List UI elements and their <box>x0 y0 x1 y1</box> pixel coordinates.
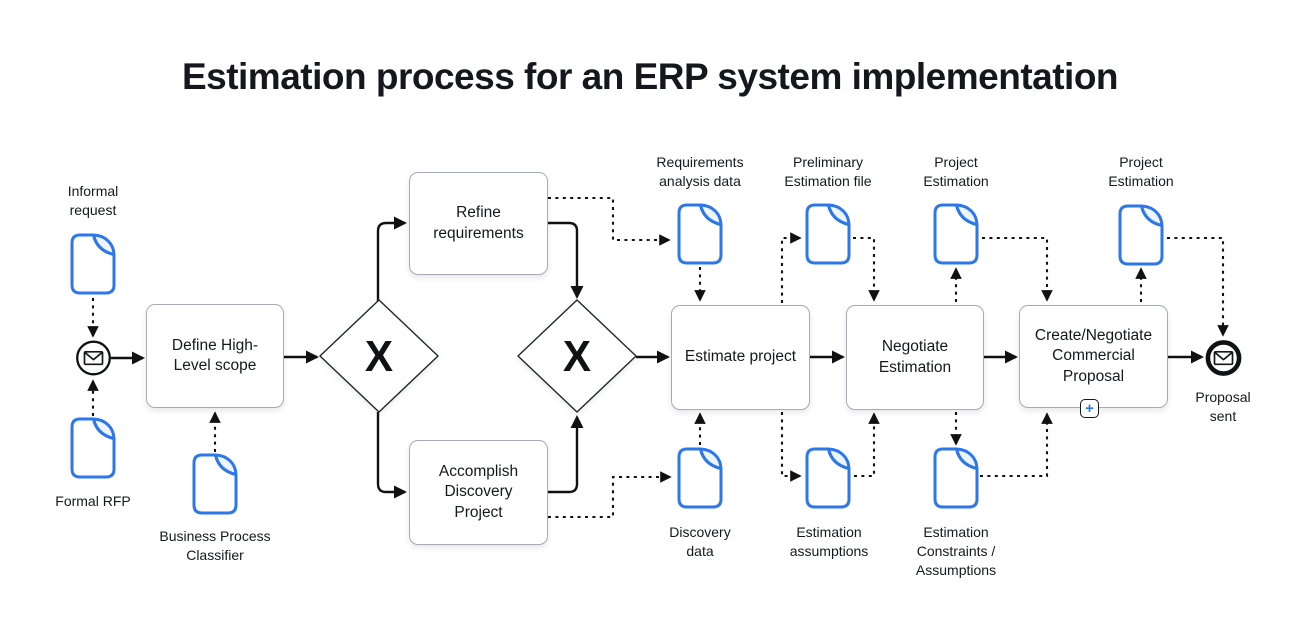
document-icon-project-estimation-mid[interactable] <box>933 203 979 265</box>
sequence-flows <box>111 216 1204 499</box>
label-discovery-data: Discovery data <box>669 524 731 560</box>
envelope-icon <box>1213 350 1234 366</box>
label-project-estimation-mid: Project Estimation <box>923 154 989 190</box>
end-message-event[interactable] <box>1205 340 1242 376</box>
task-estimate-project[interactable]: Estimate project <box>671 305 810 410</box>
task-refine-requirements[interactable]: Refine requirements <box>409 172 548 275</box>
flow-accomplish-to-gateway2 <box>548 415 584 494</box>
label-informal-request: Informal request <box>67 183 119 219</box>
assoc-prelim-to-negotiate <box>853 236 880 302</box>
label-estimation-constraints: Estimation Constraints / Assumptions <box>915 524 997 579</box>
assoc-estimate-to-prelim <box>780 232 802 303</box>
flow-gateway1-to-refine <box>376 216 407 301</box>
task-create-negotiate-commercial-proposal[interactable]: Create/Negotiate Commercial Proposal <box>1019 305 1168 408</box>
label-business-process-classifier: Business Process Classifier <box>159 528 271 564</box>
flow-refine-to-gateway2 <box>548 221 584 299</box>
document-icon-business-process-classifier[interactable] <box>192 453 238 515</box>
task-negotiate-estimation[interactable]: Negotiate Estimation <box>846 305 984 410</box>
subprocess-plus-icon: + <box>1080 399 1099 418</box>
assoc-projest2-to-end <box>1167 236 1229 337</box>
assoc-projest1-to-create <box>982 236 1053 302</box>
task-define-high-level-scope[interactable]: Define High- Level scope <box>146 304 284 408</box>
label-project-estimation-final: Project Estimation <box>1108 154 1174 190</box>
assoc-assumptions-to-negotiate <box>854 412 880 478</box>
label-preliminary-estimation-file: Preliminary Estimation file <box>784 154 872 190</box>
task-accomplish-discovery-project[interactable]: Accomplish Discovery Project <box>409 440 548 545</box>
label-proposal-sent: Proposal sent <box>1195 389 1251 425</box>
page-title: Estimation process for an ERP system imp… <box>181 56 1119 97</box>
envelope-icon <box>83 350 104 366</box>
gateway1-x-label: X <box>364 332 394 381</box>
label-estimation-assumptions: Estimation assumptions <box>789 524 869 560</box>
document-icon-requirements-analysis-data[interactable] <box>677 203 723 265</box>
document-icon-estimation-constraints[interactable] <box>933 447 979 509</box>
document-icon-discovery-data[interactable] <box>677 447 723 509</box>
exclusive-gateway-2[interactable] <box>517 299 637 413</box>
document-icon-estimation-assumptions[interactable] <box>805 447 851 509</box>
document-icon-project-estimation-final[interactable] <box>1118 204 1164 266</box>
assoc-refine-to-reqdata <box>548 196 671 246</box>
label-formal-rfp: Formal RFP <box>55 493 131 509</box>
label-requirements-analysis-data: Requirements analysis data <box>656 154 744 190</box>
document-icon-informal-request[interactable] <box>70 233 116 295</box>
exclusive-gateway-1[interactable] <box>319 299 439 413</box>
assoc-constraints-to-create <box>980 412 1053 478</box>
assoc-estimate-to-assumptions <box>780 412 802 482</box>
flow-gateway1-to-accomplish <box>376 412 407 499</box>
data-associations <box>87 196 1229 519</box>
start-message-event[interactable] <box>76 340 111 376</box>
document-icon-preliminary-estimation-file[interactable] <box>805 203 851 265</box>
gateway2-x-label: X <box>562 332 592 381</box>
assoc-accomplish-to-discovery <box>548 471 672 519</box>
document-icon-formal-rfp[interactable] <box>70 417 116 479</box>
